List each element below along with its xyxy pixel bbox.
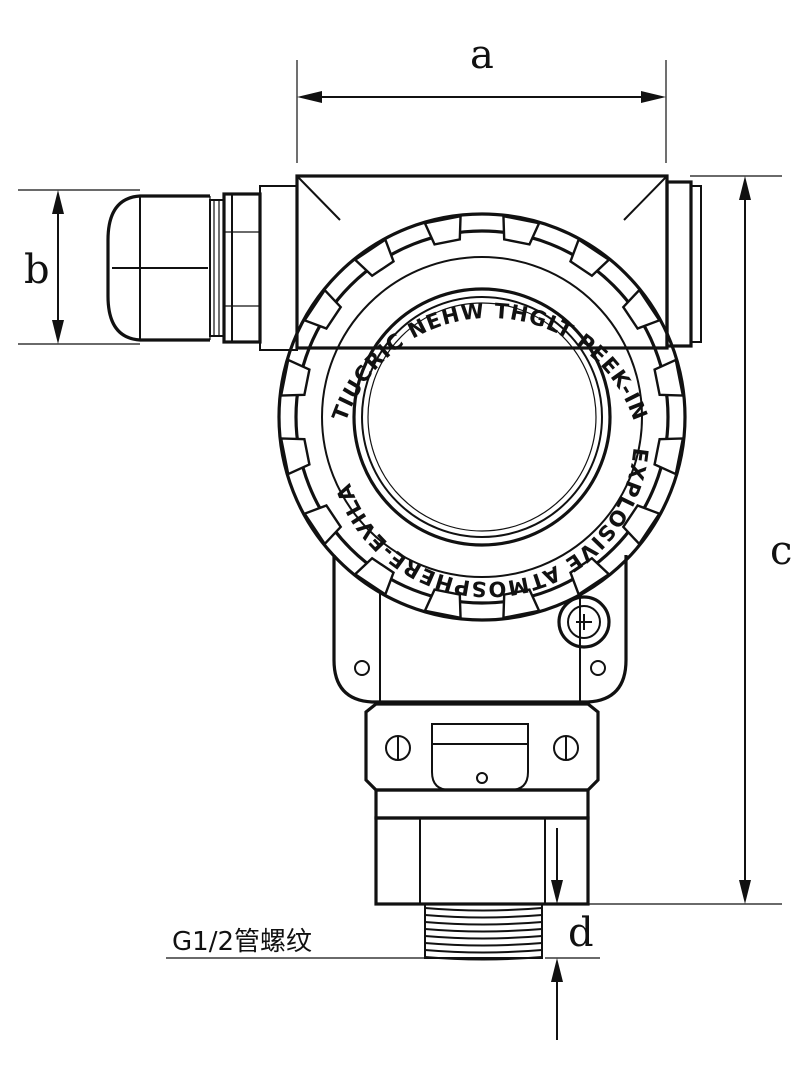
cover-notch — [423, 588, 462, 620]
cover-notches — [279, 214, 685, 620]
cover-notch — [621, 504, 662, 546]
thread-line — [425, 949, 542, 954]
cover-notch — [353, 556, 395, 597]
cover-notch — [302, 288, 343, 330]
thread-line — [425, 956, 542, 961]
housing-neck — [332, 555, 628, 704]
dimension-d-label: d — [568, 910, 594, 956]
thread-line — [425, 942, 542, 947]
cover-text-top: TIUCRIC NEHW THGLT PEEK-IN — [328, 299, 653, 425]
thread-line — [425, 935, 542, 940]
housing — [295, 174, 702, 350]
dimension-b: b — [18, 189, 140, 345]
front-cover: TIUCRIC NEHW THGLT PEEK-IN EXPLOSIVE ATM… — [277, 212, 687, 622]
dimension-d: d — [545, 828, 600, 1040]
cover-notch — [502, 214, 541, 246]
dimension-a: a — [296, 32, 667, 163]
thread-line — [425, 914, 542, 919]
cover-notch — [653, 358, 685, 397]
cover-notch — [279, 437, 311, 476]
thread-line — [425, 907, 542, 912]
dimension-c: c — [600, 175, 792, 905]
process-connection — [374, 788, 590, 961]
cover-notch — [502, 588, 541, 620]
thread-callout: G1/2管螺纹 — [166, 927, 440, 959]
mounting-hole-icon — [590, 660, 606, 676]
cover-notch — [569, 556, 611, 597]
cover-notch — [279, 358, 311, 397]
mounting-hole-icon — [354, 660, 370, 676]
cover-notch — [302, 504, 343, 546]
cover-notch — [621, 288, 662, 330]
thread-line — [425, 921, 542, 926]
clamp-block — [364, 702, 600, 792]
thread-lines — [425, 907, 542, 961]
cover-notch — [569, 237, 611, 278]
thread-label: G1/2管螺纹 — [172, 927, 312, 957]
cable-gland-icon — [106, 185, 298, 351]
dimension-b-label: b — [24, 247, 50, 293]
cover-notch — [353, 237, 395, 278]
dimension-a-label: a — [470, 32, 494, 78]
ground-screw-icon — [557, 595, 611, 649]
cover-notch — [653, 437, 685, 476]
dimension-c-label: c — [770, 528, 792, 574]
thread-line — [425, 928, 542, 933]
cover-notch — [423, 214, 462, 246]
